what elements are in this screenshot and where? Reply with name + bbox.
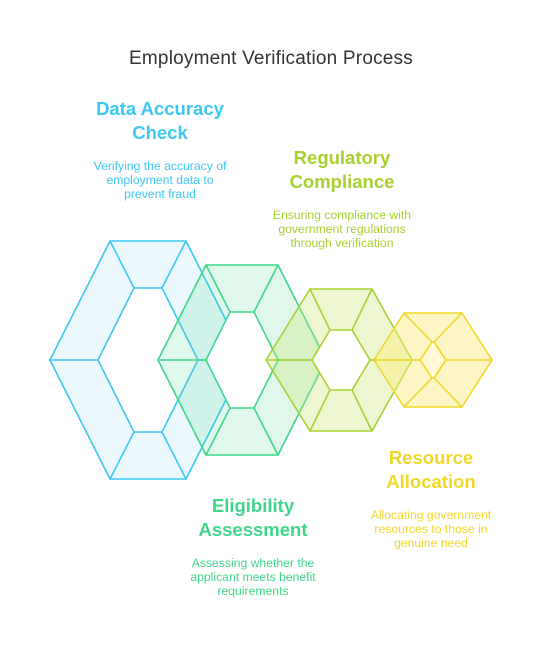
hexagon-lime (265, 288, 413, 432)
heading-line: Compliance (289, 171, 395, 192)
step-description: Allocating government resources to those… (331, 508, 531, 550)
step-heading: Resource Allocation (331, 446, 531, 494)
description-line: resources to those in (374, 522, 488, 536)
heading-line: Assessment (198, 519, 308, 540)
description-line: requirements (217, 584, 289, 598)
step-regulatory-compliance: Regulatory Compliance Ensuring complianc… (242, 146, 442, 250)
heading-line: Check (132, 122, 188, 143)
description-line: employment data to (106, 173, 214, 187)
description-line: genuine need (394, 536, 468, 550)
description-line: government regulations (278, 222, 406, 236)
heading-line: Regulatory (293, 147, 391, 168)
step-resource-allocation: Resource Allocation Allocating governmen… (331, 446, 531, 550)
hexagon-blue (49, 240, 247, 480)
step-heading: Eligibility Assessment (153, 494, 353, 542)
diagram-title: Employment Verification Process (129, 48, 413, 69)
description-line: Verifying the accuracy of (93, 159, 227, 173)
description-line: through verification (290, 236, 394, 250)
description-line: Allocating government (370, 508, 492, 522)
description-line: applicant meets benefit (190, 570, 316, 584)
description-line: Assessing whether the (191, 556, 315, 570)
step-description: Assessing whether the applicant meets be… (153, 556, 353, 598)
description-line: Ensuring compliance with (272, 208, 412, 222)
heading-line: Eligibility (211, 495, 295, 516)
step-heading: Data Accuracy Check (60, 97, 260, 145)
hexagon-green (157, 264, 327, 456)
heading-line: Resource (388, 447, 474, 468)
description-line: prevent fraud (124, 187, 196, 201)
step-description: Ensuring compliance with government regu… (242, 208, 442, 250)
heading-line: Data Accuracy (96, 98, 224, 119)
step-data-accuracy: Data Accuracy Check Verifying the accura… (60, 97, 260, 201)
hexagon-yellow (373, 312, 493, 408)
step-eligibility-assessment: Eligibility Assessment Assessing whether… (153, 494, 353, 598)
step-description: Verifying the accuracy of employment dat… (60, 159, 260, 201)
step-heading: Regulatory Compliance (242, 146, 442, 194)
heading-line: Allocation (386, 471, 476, 492)
